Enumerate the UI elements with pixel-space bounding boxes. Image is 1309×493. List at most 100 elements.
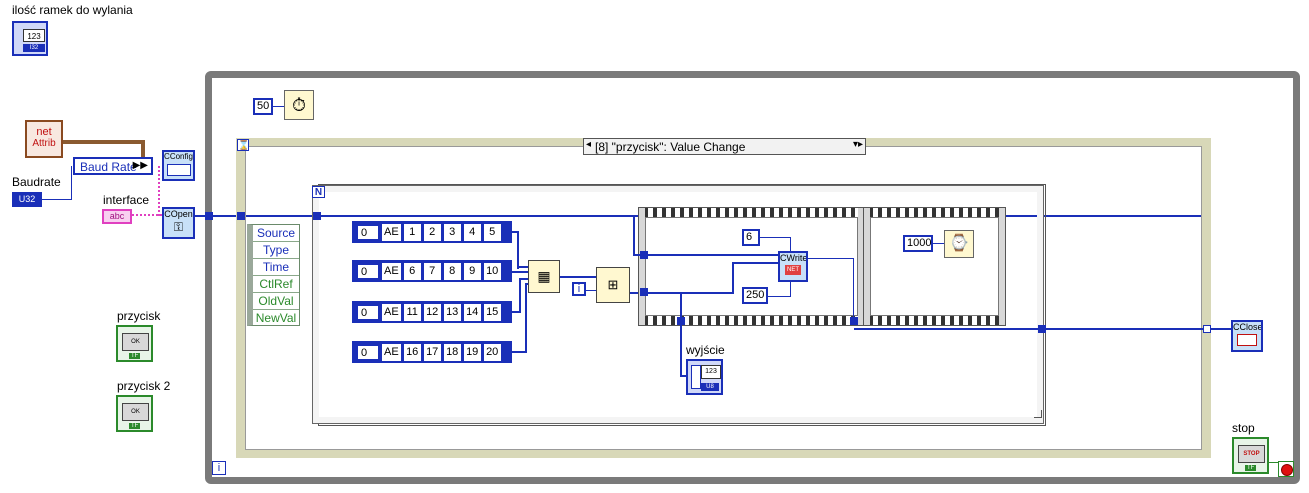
- stop-control[interactable]: STOP TF: [1232, 437, 1269, 474]
- interface-control[interactable]: abc: [102, 209, 132, 224]
- cell-3-5[interactable]: 15: [483, 303, 501, 321]
- frames-count-control[interactable]: 123 I32: [12, 21, 48, 56]
- output-array-index: [691, 365, 701, 389]
- stop-label: stop: [1232, 421, 1255, 435]
- baud-rate-property[interactable]: Baud Rate ▶▶: [73, 157, 153, 175]
- cell-3-1[interactable]: 11: [403, 303, 421, 321]
- array-const-2[interactable]: 0 AE 6 7 8 9 10: [352, 260, 512, 282]
- cell-3-3[interactable]: 13: [443, 303, 461, 321]
- array-index-4[interactable]: 0: [357, 344, 379, 360]
- array-index-2[interactable]: 0: [357, 263, 379, 279]
- selector-left-arrow-icon[interactable]: ◂: [586, 139, 592, 150]
- cell-2-5[interactable]: 10: [483, 262, 501, 280]
- net-attrib-text-2: Attrib: [32, 138, 56, 149]
- cell-4-2[interactable]: 17: [423, 343, 441, 361]
- cell-4-1[interactable]: 16: [403, 343, 421, 361]
- interface-wire-v: [158, 166, 160, 216]
- metronome-icon[interactable]: ⏱: [284, 90, 314, 120]
- cell-4-3[interactable]: 18: [443, 343, 461, 361]
- arr-wire-4h: [512, 351, 526, 353]
- cell-4-5[interactable]: 20: [483, 343, 501, 361]
- loop-condition-terminal[interactable]: [1278, 461, 1294, 477]
- wait-ms-const[interactable]: 50: [253, 98, 273, 115]
- array-const-1[interactable]: 0 AE 1 2 3 4 5: [352, 221, 512, 243]
- baud-wire-1: [42, 199, 72, 200]
- array-index-1[interactable]: 0: [357, 224, 379, 240]
- cclose-node[interactable]: CClose: [1231, 320, 1263, 352]
- event-tunnel-left: [237, 212, 245, 220]
- arr-wire-join-1: [517, 266, 529, 268]
- for-tunnel-right: [1038, 325, 1046, 333]
- evt-type: Type: [253, 242, 299, 259]
- data-to-output-h: [680, 375, 688, 377]
- przycisk2-label: przycisk 2: [117, 379, 171, 393]
- wait-clock-icon[interactable]: ⌚: [944, 230, 974, 258]
- cell-2-1[interactable]: 6: [403, 262, 421, 280]
- id-wire-h: [760, 237, 791, 238]
- sequence-film-top: [639, 208, 1005, 217]
- cell-1-4[interactable]: 4: [463, 223, 481, 241]
- index-array-node[interactable]: ⊞: [596, 267, 630, 303]
- baudrate-control[interactable]: U32: [12, 192, 42, 207]
- przycisk2-control[interactable]: OK TF: [116, 395, 153, 432]
- for-resize-icon[interactable]: [1034, 410, 1042, 418]
- wait-wire: [273, 106, 285, 107]
- cconfig-node[interactable]: CConfig: [162, 150, 195, 181]
- evt-ctlref: CtlRef: [253, 276, 299, 293]
- cell-1-2[interactable]: 2: [423, 223, 441, 241]
- cell-4-4[interactable]: 19: [463, 343, 481, 361]
- arr-wire-join-4: [525, 283, 529, 285]
- arr-wire-join-3: [519, 278, 529, 280]
- build-array-node[interactable]: ▦: [528, 260, 560, 293]
- cell-1-1[interactable]: 1: [403, 223, 421, 241]
- write-len-const[interactable]: 250: [742, 287, 768, 304]
- sequence-frame-2[interactable]: [863, 207, 1006, 326]
- cwrite-out-v: [853, 258, 854, 321]
- while-iteration-terminal: i: [212, 461, 226, 475]
- cell-2-3[interactable]: 8: [443, 262, 461, 280]
- cell-1-3[interactable]: 3: [443, 223, 461, 241]
- copen-text: COpen: [164, 209, 193, 219]
- cell-1-5[interactable]: 5: [483, 223, 501, 241]
- sequence-film-bottom: [639, 316, 1005, 325]
- while-loop[interactable]: [205, 71, 1300, 484]
- numeric-type-tag: I32: [23, 44, 45, 52]
- cwrite-node[interactable]: CWrite NET: [778, 251, 808, 282]
- for-loop[interactable]: [312, 185, 1044, 424]
- interface-wire: [132, 214, 162, 216]
- data-to-output-v: [680, 292, 682, 376]
- cell-2-2[interactable]: 7: [423, 262, 441, 280]
- arr-wire-2h: [512, 271, 530, 273]
- cell-2-4[interactable]: 9: [463, 262, 481, 280]
- cell-3-2[interactable]: 12: [423, 303, 441, 321]
- event-data-node[interactable]: Source Type Time CtlRef OldVal NewVal: [247, 224, 300, 326]
- arr-wire-1v: [517, 231, 519, 269]
- evt-newval: NewVal: [255, 311, 297, 325]
- net-icon: NET: [785, 265, 801, 275]
- write-id-const[interactable]: 6: [742, 229, 760, 246]
- array-prefix-1: AE: [382, 223, 401, 241]
- data-wire-1: [648, 292, 733, 294]
- copen-node[interactable]: COpen ⚿: [162, 207, 195, 239]
- cconfig-text: CConfig: [164, 152, 193, 161]
- przycisk-control[interactable]: OK TF: [116, 325, 153, 362]
- wyjscie-indicator[interactable]: 123 U8: [686, 359, 723, 395]
- event-selector[interactable]: ◂ [8] "przycisk": Value Change ▾▸: [583, 138, 866, 155]
- array-const-3[interactable]: 0 AE 11 12 13 14 15: [352, 301, 512, 323]
- sequence-frame-1[interactable]: [638, 207, 865, 326]
- arr-wire-3v: [519, 278, 521, 313]
- baudrate-label: Baudrate: [12, 175, 61, 189]
- baud-wire-2: [71, 166, 72, 200]
- selector-dropdown-icon[interactable]: ▾▸: [852, 139, 863, 150]
- array-prefix-3: AE: [382, 303, 401, 321]
- cell-3-4[interactable]: 14: [463, 303, 481, 321]
- for-i-text: i: [577, 283, 581, 295]
- net-attrib-node[interactable]: net Attrib: [25, 120, 63, 158]
- stop-wire: [1269, 462, 1279, 463]
- case-wait-const[interactable]: 1000: [903, 235, 933, 252]
- array-index-3[interactable]: 0: [357, 304, 379, 320]
- frame-2-inner: [870, 217, 999, 316]
- array-const-4[interactable]: 0 AE 16 17 18 19 20: [352, 341, 512, 363]
- seq-tunnel-data: [640, 288, 648, 296]
- handle-to-seq-h: [633, 254, 781, 256]
